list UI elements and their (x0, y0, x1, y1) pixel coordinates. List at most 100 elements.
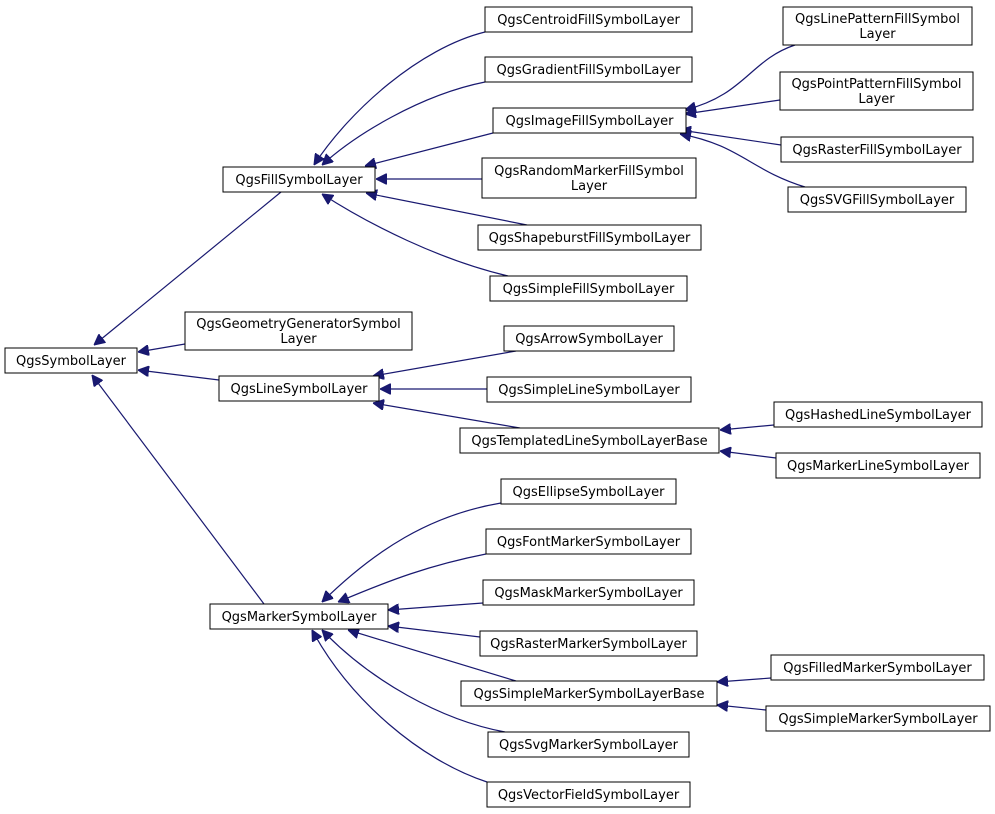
edge-image-fill-symbol-layer-to-fill-symbol-layer (365, 132, 494, 166)
node-label: QgsFilledMarkerSymbolLayer (783, 661, 972, 676)
node-arrow-symbol-layer[interactable]: QgsArrowSymbolLayer (503, 325, 675, 352)
node-line-symbol-layer[interactable]: QgsLineSymbolLayer (218, 375, 380, 402)
edge-mask-marker-symbol-layer-to-marker-symbol-layer (388, 602, 484, 610)
node-simple-fill-symbol-layer[interactable]: QgsSimpleFillSymbolLayer (489, 275, 688, 302)
edge-raster-fill-symbol-layer-to-image-fill-symbol-layer (680, 130, 782, 146)
node-ellipse-symbol-layer[interactable]: QgsEllipseSymbolLayer (500, 478, 677, 505)
node-box (773, 401, 983, 428)
node-filled-marker-symbol-layer[interactable]: QgsFilledMarkerSymbolLayer (770, 654, 985, 681)
edge-marker-symbol-layer-to-symbol-layer (92, 375, 265, 605)
node-simple-marker-symbol-layer[interactable]: QgsSimpleMarkerSymbolLayer (765, 705, 991, 732)
node-label: QgsGradientFillSymbolLayer (497, 63, 682, 78)
node-box (765, 705, 991, 732)
edge-marker-line-symbol-layer-to-templated-line-symbol-layer-base (720, 451, 777, 459)
node-label: QgsTemplatedLineSymbolLayerBase (471, 434, 707, 449)
node-box (775, 452, 981, 479)
node-box (782, 6, 973, 46)
class-nodes: QgsSymbolLayer QgsFillSymbolLayerQgsGeome… (4, 6, 991, 808)
node-box (484, 6, 693, 33)
edge-simple-marker-symbol-layer-to-simple-marker-symbol-layer-base (717, 705, 767, 710)
node-label: QgsPointPatternFillSymbol (791, 77, 961, 92)
node-box (492, 107, 687, 134)
node-label: QgsFillSymbolLayer (235, 173, 363, 188)
edge-arrow-symbol-layer-to-line-symbol-layer (373, 350, 517, 376)
edge-geometry-generator-symbol-layer-to-symbol-layer (138, 343, 186, 352)
edge-ellipse-symbol-layer-to-marker-symbol-layer (322, 502, 502, 602)
node-box (779, 71, 974, 111)
node-box (486, 376, 692, 403)
node-gradient-fill-symbol-layer[interactable]: QgsGradientFillSymbolLayer (484, 56, 693, 83)
node-box (485, 528, 692, 555)
node-box (460, 680, 718, 707)
node-font-marker-symbol-layer[interactable]: QgsFontMarkerSymbolLayer (485, 528, 692, 555)
node-label: QgsMarkerSymbolLayer (222, 610, 378, 625)
node-label: QgsRandomMarkerFillSymbol (494, 164, 684, 179)
node-box (218, 375, 380, 402)
node-label: QgsFontMarkerSymbolLayer (497, 535, 681, 550)
node-label: QgsSimpleMarkerSymbolLayer (778, 712, 978, 727)
node-hashed-line-symbol-layer[interactable]: QgsHashedLineSymbolLayer (773, 401, 983, 428)
node-label: QgsLinePatternFillSymbol (795, 12, 960, 27)
edge-filled-marker-symbol-layer-to-simple-marker-symbol-layer-base (717, 678, 772, 682)
node-label: QgsCentroidFillSymbolLayer (497, 13, 680, 28)
node-label: QgsSimpleMarkerSymbolLayerBase (474, 687, 705, 702)
node-symbol-layer[interactable]: QgsSymbolLayer (4, 347, 138, 374)
node-label: QgsMaskMarkerSymbolLayer (494, 586, 683, 601)
edge-shapeburst-fill-symbol-layer-to-fill-symbol-layer (366, 193, 528, 226)
node-label: Layer (280, 332, 317, 347)
node-box (477, 224, 702, 251)
node-raster-fill-symbol-layer[interactable]: QgsRasterFillSymbolLayer (780, 136, 974, 163)
node-simple-line-symbol-layer[interactable]: QgsSimpleLineSymbolLayer (486, 376, 692, 403)
edge-simple-marker-symbol-layer-base-to-marker-symbol-layer (348, 630, 517, 682)
node-marker-line-symbol-layer[interactable]: QgsMarkerLineSymbolLayer (775, 452, 981, 479)
node-label: QgsSymbolLayer (16, 354, 127, 369)
node-fill-symbol-layer[interactable]: QgsFillSymbolLayer (222, 166, 376, 193)
node-box (184, 311, 413, 351)
node-shapeburst-fill-symbol-layer[interactable]: QgsShapeburstFillSymbolLayer (477, 224, 702, 251)
node-label: QgsRasterMarkerSymbolLayer (490, 637, 687, 652)
inheritance-edges (92, 31, 806, 783)
node-simple-marker-symbol-layer-base[interactable]: QgsSimpleMarkerSymbolLayerBase (460, 680, 718, 707)
edge-line-pattern-fill-symbol-layer-to-image-fill-symbol-layer (685, 44, 796, 110)
node-box (484, 56, 693, 83)
node-svg-fill-symbol-layer[interactable]: QgsSVGFillSymbolLayer (787, 186, 967, 213)
node-label: QgsMarkerLineSymbolLayer (787, 459, 970, 474)
edge-hashed-line-symbol-layer-to-templated-line-symbol-layer-base (720, 425, 775, 430)
edge-raster-marker-symbol-layer-to-marker-symbol-layer (388, 626, 481, 638)
node-label: QgsHashedLineSymbolLayer (785, 408, 972, 423)
node-label: Layer (571, 179, 608, 194)
node-box (459, 427, 720, 454)
node-mask-marker-symbol-layer[interactable]: QgsMaskMarkerSymbolLayer (482, 579, 695, 606)
node-label: QgsGeometryGeneratorSymbol (196, 317, 401, 332)
node-box (787, 186, 967, 213)
node-label: QgsSimpleFillSymbolLayer (503, 282, 675, 297)
node-marker-symbol-layer[interactable]: QgsMarkerSymbolLayer (209, 603, 389, 630)
node-label: Layer (858, 92, 895, 107)
node-templated-line-symbol-layer-base[interactable]: QgsTemplatedLineSymbolLayerBase (459, 427, 720, 454)
node-vector-field-symbol-layer[interactable]: QgsVectorFieldSymbolLayer (486, 781, 691, 808)
edge-line-symbol-layer-to-symbol-layer (138, 370, 220, 381)
node-svg-marker-symbol-layer[interactable]: QgsSvgMarkerSymbolLayer (487, 731, 690, 758)
node-box (489, 275, 688, 302)
node-box (4, 347, 138, 374)
node-image-fill-symbol-layer[interactable]: QgsImageFillSymbolLayer (492, 107, 687, 134)
node-centroid-fill-symbol-layer[interactable]: QgsCentroidFillSymbolLayer (484, 6, 693, 33)
node-raster-marker-symbol-layer[interactable]: QgsRasterMarkerSymbolLayer (479, 630, 698, 657)
node-label: QgsVectorFieldSymbolLayer (498, 788, 680, 803)
node-box (479, 630, 698, 657)
node-box (486, 781, 691, 808)
node-label: Layer (859, 27, 896, 42)
edge-simple-fill-symbol-layer-to-fill-symbol-layer (322, 194, 509, 277)
edge-centroid-fill-symbol-layer-to-fill-symbol-layer (314, 31, 486, 165)
node-box (500, 478, 677, 505)
edge-vector-field-symbol-layer-to-marker-symbol-layer (312, 630, 488, 783)
node-label: QgsRasterFillSymbolLayer (792, 143, 962, 158)
node-box (482, 579, 695, 606)
node-box (481, 157, 697, 199)
node-box (503, 325, 675, 352)
